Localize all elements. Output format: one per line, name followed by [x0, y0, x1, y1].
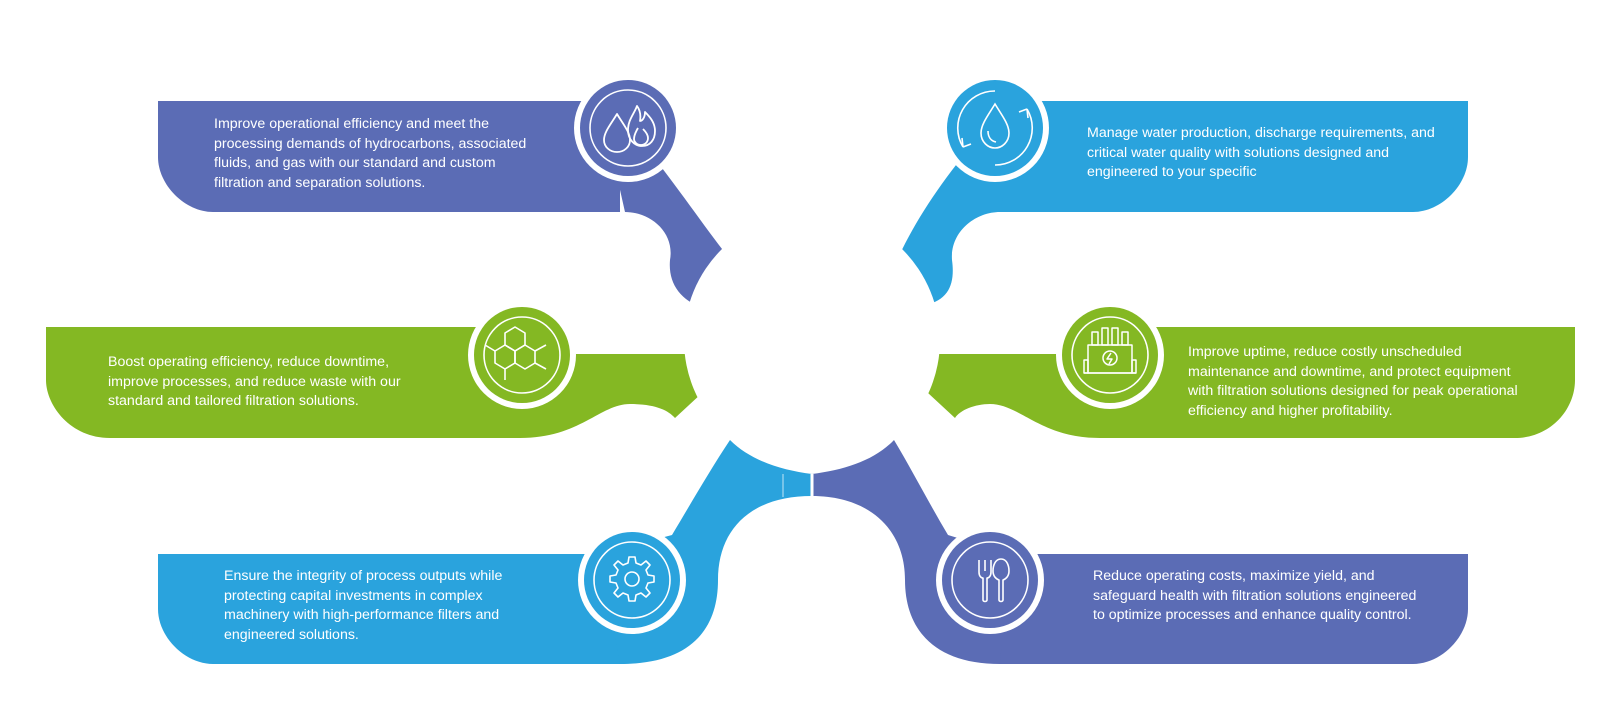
drop-flame-icon	[603, 105, 656, 153]
badge-oil-gas	[574, 74, 682, 182]
card-food-body	[1000, 554, 1468, 664]
water-cycle-icon	[956, 90, 1034, 166]
card-oil-gas-body	[158, 101, 620, 212]
segment-food[interactable]	[812, 440, 1468, 664]
badge-water	[941, 74, 1049, 182]
food-description: Reduce operating costs, maximize yield, …	[1093, 568, 1417, 623]
power-description: Improve uptime, reduce costly unschedule…	[1188, 344, 1518, 419]
card-water-body	[995, 101, 1468, 212]
chemical-description: Boost operating efficiency, reduce downt…	[108, 354, 401, 409]
gear-icon	[609, 556, 655, 602]
badge-chemical	[468, 301, 576, 409]
hexagon-molecule-icon	[484, 326, 547, 380]
water-description: Manage water production, discharge requi…	[1087, 125, 1435, 180]
power-plant-icon	[1083, 327, 1137, 374]
badge-food	[936, 526, 1044, 634]
center-hub	[684, 212, 940, 497]
card-industrial-body	[158, 554, 620, 664]
fork-spoon-icon	[978, 558, 1010, 603]
badge-power	[1056, 301, 1164, 409]
badge-industrial	[578, 526, 686, 634]
industrial-description: Ensure the integrity of process outputs …	[224, 568, 503, 643]
oil-gas-description: Improve operational efficiency and meet …	[214, 116, 527, 191]
